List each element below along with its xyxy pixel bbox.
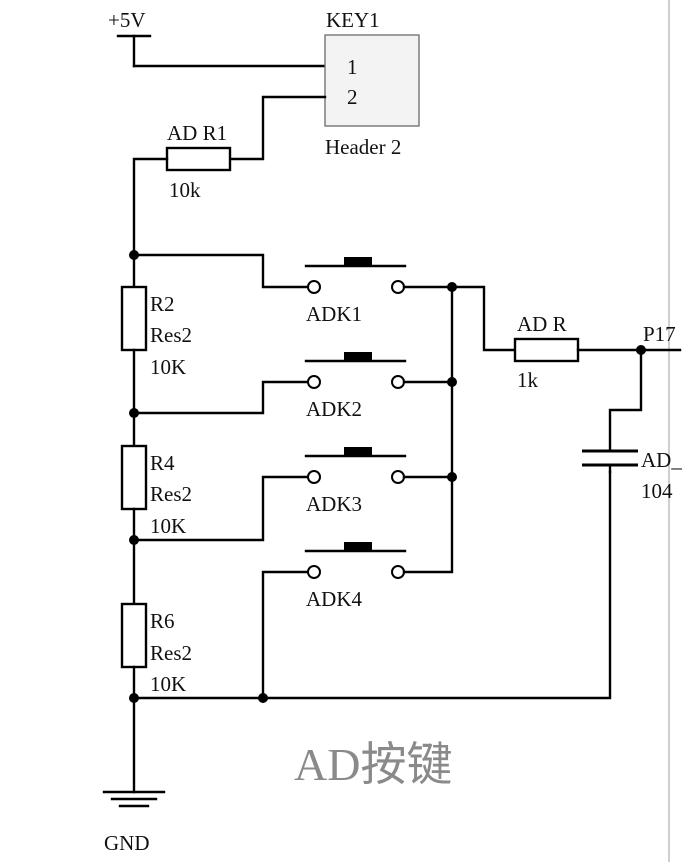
switch-adk2-contact-left <box>307 375 321 389</box>
switch-adk1-label: ADK1 <box>306 302 362 326</box>
wire-gnd-bus <box>132 470 612 700</box>
junction-dot <box>129 250 139 260</box>
r4-value: 10K <box>150 514 186 538</box>
wire-port-cap <box>608 348 643 453</box>
r2-type: Res2 <box>150 323 192 347</box>
junction-dot <box>447 472 457 482</box>
wire-tap-adk1 <box>132 253 316 289</box>
header-pin2: 2 <box>347 85 358 109</box>
header-ref: KEY1 <box>326 8 380 32</box>
r6-value: 10K <box>150 672 186 696</box>
port-label: P17 <box>643 322 676 346</box>
resistor-r2 <box>120 285 148 352</box>
wire-tap-adk2 <box>132 380 316 415</box>
switch-adk1-contact-right <box>391 280 405 294</box>
capacitor-ref: AD_ <box>641 448 682 472</box>
wire-r1-ladder <box>132 157 169 289</box>
resistor-r1 <box>165 146 232 172</box>
r6-type: Res2 <box>150 641 192 665</box>
r2-value: 10K <box>150 355 186 379</box>
wire-pin2-r1 <box>228 95 327 161</box>
r1-ref: AD R1 <box>167 121 227 145</box>
capacitor-value: 104 <box>641 479 673 503</box>
switch-adk2 <box>304 352 407 389</box>
resistor-r6 <box>120 602 148 669</box>
switch-adk3-label: ADK3 <box>306 492 362 516</box>
switch-adk2-label: ADK2 <box>306 397 362 421</box>
r1-value: 10k <box>169 178 201 202</box>
switch-adk1 <box>304 257 407 294</box>
wire-common-bus <box>402 285 454 574</box>
wire-bus-rad <box>450 285 517 352</box>
junction-dot <box>258 693 268 703</box>
ground-label: GND <box>104 831 150 855</box>
junction-dot <box>447 377 457 387</box>
junction-dot <box>129 535 139 545</box>
r4-ref: R4 <box>150 451 175 475</box>
junction-dot <box>636 345 646 355</box>
resistor-r4 <box>120 444 148 511</box>
resistor-ad-r <box>513 337 580 363</box>
switch-adk3-contact-left <box>307 470 321 484</box>
r2-ref: R2 <box>150 292 175 316</box>
junction-dot <box>447 282 457 292</box>
switch-adk2-contact-right <box>391 375 405 389</box>
switch-adk4-contact-right <box>391 565 405 579</box>
diagram-title: AD按键 <box>294 739 452 790</box>
switch-adk1-contact-left <box>307 280 321 294</box>
junction-dot <box>129 408 139 418</box>
header-connector <box>324 34 420 127</box>
switch-adk3 <box>304 447 407 484</box>
r4-type: Res2 <box>150 482 192 506</box>
header-pin1: 1 <box>347 55 358 79</box>
rad-value: 1k <box>517 368 539 392</box>
switch-adk3-contact-right <box>391 470 405 484</box>
rad-ref: AD R <box>517 312 567 336</box>
junction-dot <box>129 693 139 703</box>
switch-adk4 <box>304 542 407 579</box>
r6-ref: R6 <box>150 609 175 633</box>
wire-tap-adk4 <box>261 570 316 700</box>
power-label: +5V <box>108 8 146 32</box>
switch-adk4-label: ADK4 <box>306 587 362 611</box>
switch-adk4-contact-left <box>307 565 321 579</box>
wire-tap-adk3 <box>132 475 316 542</box>
header-type: Header 2 <box>325 135 401 159</box>
